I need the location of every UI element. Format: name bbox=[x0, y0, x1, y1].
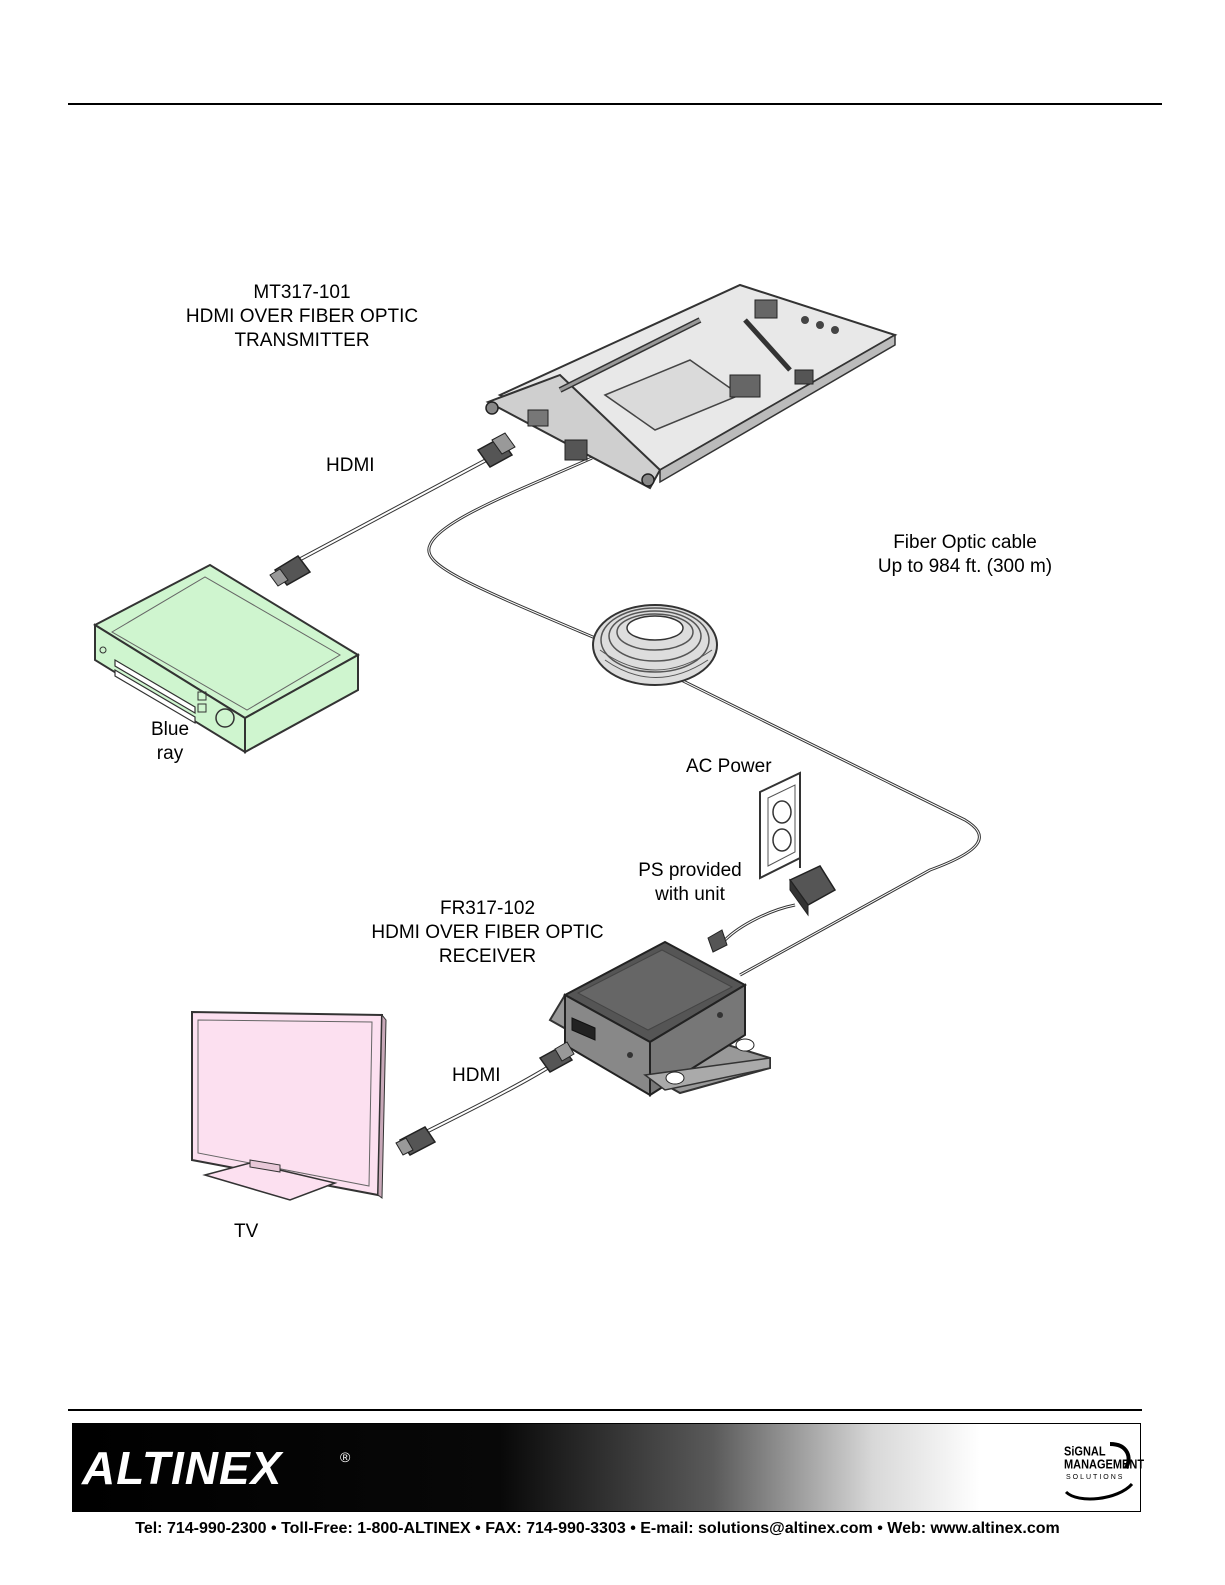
ps-line1: PS provided bbox=[638, 860, 742, 881]
ac-power-label: AC Power bbox=[686, 756, 772, 777]
contact-line: Tel: 714-990-2300 • Toll-Free: 1-800-ALT… bbox=[135, 1520, 1060, 1537]
bluray-label: Blue ray bbox=[140, 718, 200, 766]
hdmi-top-label: HDMI bbox=[326, 455, 375, 476]
transmitter-model: MT317-101 bbox=[253, 282, 351, 303]
hdmi-cable-bottom bbox=[395, 1041, 575, 1156]
fiber-line2: Up to 984 ft. (300 m) bbox=[877, 556, 1053, 577]
registered-mark: ® bbox=[340, 1449, 351, 1465]
ps-label: PS provided with unit bbox=[628, 859, 752, 907]
logo-line3: SOLUTIONS bbox=[1066, 1474, 1125, 1481]
altinex-logo: ALTINEX bbox=[82, 1442, 283, 1494]
receiver-line2: RECEIVER bbox=[438, 946, 537, 967]
bluray-line2: ray bbox=[156, 743, 184, 764]
power-supply bbox=[707, 858, 837, 953]
connection-diagram bbox=[92, 283, 981, 1201]
fiber-line1: Fiber Optic cable bbox=[893, 532, 1037, 553]
fiber-label: Fiber Optic cable Up to 984 ft. (300 m) bbox=[860, 531, 1070, 579]
bluray-player bbox=[92, 563, 360, 754]
fiber-cable-coil bbox=[592, 604, 718, 686]
signal-management-solutions-logo: SiGNAL MANAGEMENT SOLUTIONS bbox=[1058, 1440, 1144, 1504]
transmitter-label: MT317-101 HDMI OVER FIBER OPTIC TRANSMIT… bbox=[172, 281, 432, 353]
receiver-line1: HDMI OVER FIBER OPTIC bbox=[371, 922, 604, 943]
tv-label: TV bbox=[234, 1221, 259, 1242]
transmitter-line1: HDMI OVER FIBER OPTIC bbox=[185, 306, 419, 327]
bottom-rule bbox=[68, 1409, 1142, 1411]
footer-banner bbox=[72, 1423, 1141, 1512]
transmitter-card bbox=[485, 283, 898, 490]
logo-line1: SiGNAL bbox=[1064, 1444, 1106, 1460]
receiver-box bbox=[548, 940, 771, 1097]
receiver-model: FR317-102 bbox=[439, 898, 536, 919]
swoosh-icon bbox=[1064, 1442, 1134, 1501]
hdmi-bottom-label: HDMI bbox=[452, 1065, 501, 1086]
transmitter-line2: TRANSMITTER bbox=[234, 330, 370, 351]
ps-line2: with unit bbox=[655, 884, 725, 905]
hdmi-cable-top bbox=[269, 432, 516, 587]
bluray-line1: Blue bbox=[150, 719, 190, 740]
top-rule bbox=[68, 103, 1162, 105]
wall-outlet bbox=[759, 771, 801, 880]
logo-line2: MANAGEMENT bbox=[1064, 1457, 1145, 1473]
tv bbox=[191, 1010, 387, 1201]
receiver-label: FR317-102 HDMI OVER FIBER OPTIC RECEIVER bbox=[355, 897, 620, 969]
